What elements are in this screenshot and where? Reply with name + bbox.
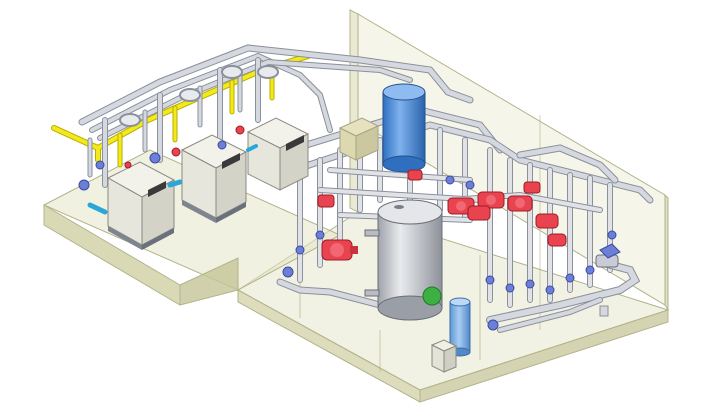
tank-nozzle [394,205,404,209]
valve [505,283,515,293]
valve [565,273,575,283]
valve [465,180,475,190]
valve [607,230,617,240]
status-indicator-green [422,286,442,306]
valve [95,160,105,170]
valve [217,140,227,150]
valve [149,152,161,164]
boiler [246,117,310,191]
control-cabinet-side [355,125,379,161]
boiler-panel [148,181,166,197]
room-front-wall-right [419,309,669,403]
manifold-pipework [317,167,603,223]
boiler [106,161,176,250]
circulation-pump [547,233,567,247]
pump-skid [595,243,621,317]
valve-red [171,147,181,157]
circulation-pump [477,191,505,209]
circulation-pump [535,213,559,229]
boiler-fittings [78,125,258,215]
dosing-unit [430,339,458,373]
valve [485,275,495,285]
valve [487,319,499,331]
isolation-valves [282,175,617,331]
circulation-pumps [317,169,567,261]
valve [445,175,455,185]
valve-red [235,125,245,135]
circulation-pump [523,181,541,194]
circulation-pump [321,239,358,261]
expansion-vessel-blue [382,83,426,173]
boiler [180,134,248,223]
circulation-pump [467,205,491,221]
valve [525,279,535,289]
buffer-tank [364,199,443,321]
valve [282,266,294,278]
circulation-pump [407,169,423,181]
boiler-panel [286,135,304,151]
valve [315,230,325,240]
valve [295,245,305,255]
gas-line [51,53,311,168]
boiler-panel [222,153,240,169]
circulation-pump [507,195,533,212]
valve [585,265,595,275]
room-back-wall [349,9,359,213]
room-right-wall [664,193,669,312]
overhead-pipework [78,44,654,333]
valve [545,285,555,295]
boiler-plinth-side [179,257,239,306]
valve-red [124,161,132,169]
valve [78,179,90,191]
circulation-pump [317,194,335,208]
